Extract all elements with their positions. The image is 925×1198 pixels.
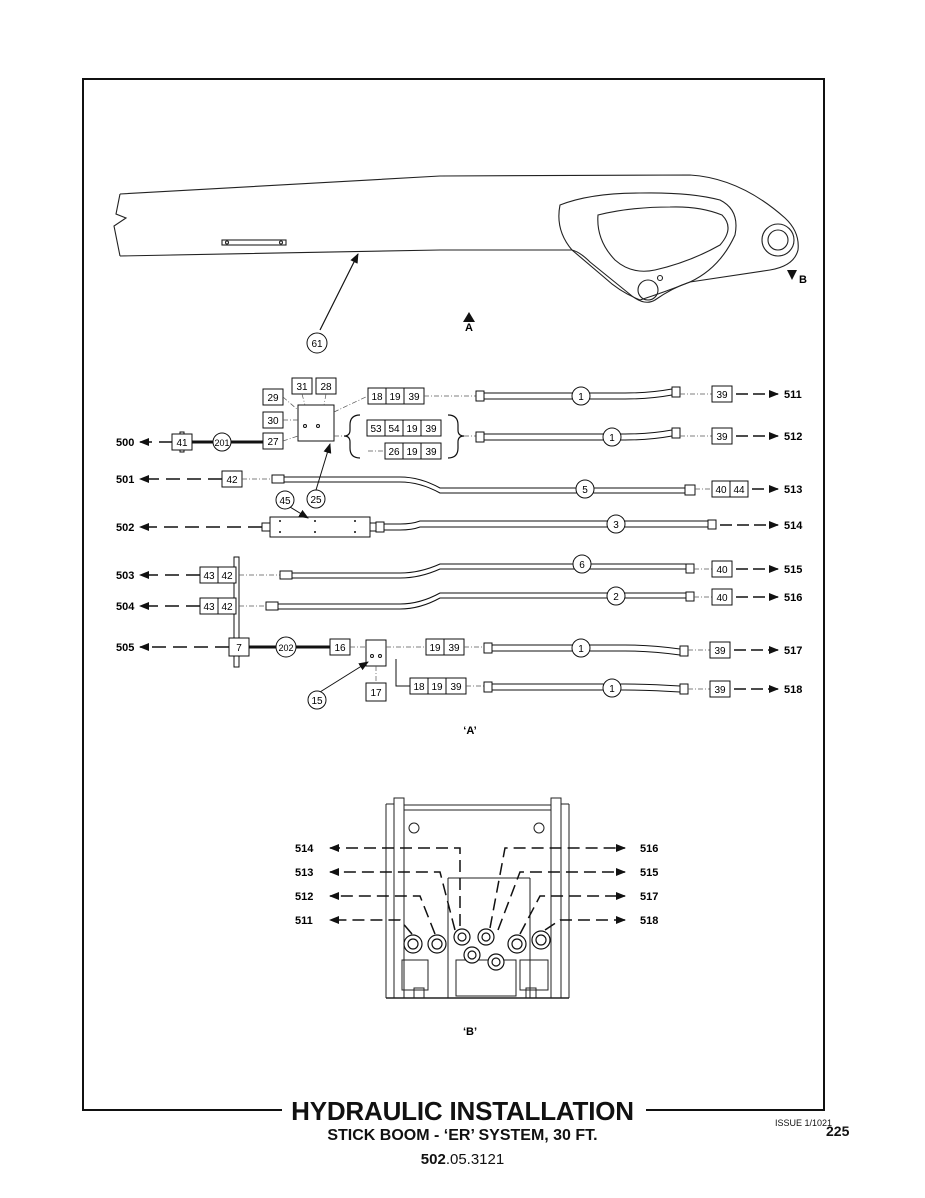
- conn-502: 502: [116, 522, 134, 534]
- part-29: 29: [267, 393, 279, 404]
- row3-part-c: 39: [425, 447, 437, 458]
- view-a-marker-icon: [463, 312, 475, 322]
- part-44-513: 44: [733, 485, 745, 496]
- row518-part-a: 18: [413, 682, 425, 693]
- view-b-caption: ‘B’: [463, 1026, 477, 1038]
- callout-25-circle: [306, 489, 326, 509]
- issue-label: ISSUE 1/1021: [775, 1118, 833, 1128]
- conn-501: 501: [116, 474, 134, 486]
- part-17: 17: [370, 688, 382, 699]
- part-39-512: 39: [716, 432, 728, 443]
- part-42-503: 42: [221, 571, 233, 582]
- part-41: 41: [176, 438, 188, 449]
- view-a-marker: A: [465, 322, 473, 334]
- row1-part-b: 19: [389, 392, 401, 403]
- valve-block: [365, 639, 387, 667]
- conn-515: 515: [784, 564, 802, 576]
- view-b-left-0: 514: [295, 843, 314, 855]
- part-39-518: 39: [714, 685, 726, 696]
- row2-part-b: 54: [388, 424, 400, 435]
- boom-leader: [319, 253, 359, 331]
- part-40-513: 40: [715, 485, 727, 496]
- conn-512: 512: [784, 431, 802, 443]
- callout-25: 25: [310, 495, 322, 506]
- row2-part-c: 19: [406, 424, 418, 435]
- frame-bottom-right: [646, 1109, 825, 1111]
- row3-part-b: 19: [406, 447, 418, 458]
- drawing-frame: [82, 78, 825, 1110]
- row1-part-a: 18: [371, 392, 383, 403]
- part-43-503: 43: [203, 571, 215, 582]
- row3-part-a: 26: [388, 447, 400, 458]
- conn-517: 517: [784, 645, 802, 657]
- row1-part-c: 39: [408, 392, 420, 403]
- view-b-marker-icon: [787, 270, 797, 280]
- view-b-assembly: [385, 797, 570, 999]
- part-40-516: 40: [716, 593, 728, 604]
- part-7: 7: [236, 643, 242, 654]
- part-40-515: 40: [716, 565, 728, 576]
- view-b-right-2: 517: [640, 891, 658, 903]
- row518-part-c: 39: [450, 682, 462, 693]
- view-b-left-3: 511: [295, 915, 313, 927]
- callout-202: 202: [278, 643, 293, 653]
- tube-517-item: 1: [578, 644, 584, 655]
- part-28: 28: [320, 382, 332, 393]
- callout-15: 15: [311, 696, 323, 707]
- view-b-left-2: 512: [295, 891, 313, 903]
- page-subtitle: STICK BOOM - ‘ER’ SYSTEM, 30 FT.: [327, 1127, 598, 1144]
- frame-bottom-left: [82, 1109, 282, 1111]
- document-number: 502.05.3121: [0, 1151, 925, 1168]
- conn-518: 518: [784, 684, 802, 696]
- callout-201: 201: [214, 438, 229, 448]
- tube-514-item: 3: [613, 520, 619, 531]
- part-43-504: 43: [203, 602, 215, 613]
- callout-45: 45: [279, 496, 291, 507]
- page-number: 225: [826, 1123, 850, 1139]
- row2-part-d: 39: [425, 424, 437, 435]
- conn-500: 500: [116, 437, 134, 449]
- conn-505: 505: [116, 642, 134, 654]
- row517-part-b: 39: [448, 643, 460, 654]
- stick-boom: [113, 174, 799, 303]
- view-b-right-1: 515: [640, 867, 658, 879]
- conn-513: 513: [784, 484, 802, 496]
- page-title: HYDRAULIC INSTALLATION: [291, 1096, 634, 1126]
- view-b-marker: B: [799, 274, 807, 286]
- row517-part-a: 19: [429, 643, 441, 654]
- tube-513-item: 5: [582, 485, 588, 496]
- tube-511-item: 1: [578, 392, 584, 403]
- document-number-prefix: 502: [420, 1151, 446, 1168]
- conn-504: 504: [116, 601, 135, 613]
- part-16: 16: [334, 643, 346, 654]
- view-b-right-0: 516: [640, 843, 658, 855]
- part-39-511: 39: [716, 390, 728, 401]
- part-27: 27: [267, 437, 279, 448]
- part-31: 31: [296, 382, 308, 393]
- part-30: 30: [267, 416, 279, 427]
- view-b-left-1: 513: [295, 867, 313, 879]
- row2-part-a: 53: [370, 424, 382, 435]
- conn-516: 516: [784, 592, 802, 604]
- part-39-517: 39: [714, 646, 726, 657]
- view-b-fittings: [403, 928, 551, 971]
- view-b-right-3: 518: [640, 915, 658, 927]
- tube-515-item: 6: [579, 560, 585, 571]
- conn-511: 511: [784, 389, 802, 401]
- tube-516-item: 2: [613, 592, 619, 603]
- conn-503: 503: [116, 570, 134, 582]
- view-a-caption: ‘A’: [463, 725, 476, 737]
- conn-514: 514: [784, 520, 803, 532]
- callout-61: 61: [311, 339, 323, 350]
- tube-512-item: 1: [609, 433, 615, 444]
- row518-part-b: 19: [431, 682, 443, 693]
- tube-518-item: 1: [609, 684, 615, 695]
- document-number-suffix: .05.3121: [445, 1151, 505, 1168]
- manifold-block: [297, 404, 335, 442]
- part-42-504: 42: [221, 602, 233, 613]
- callout-61-circle: [306, 332, 328, 354]
- part-42-501: 42: [226, 475, 238, 486]
